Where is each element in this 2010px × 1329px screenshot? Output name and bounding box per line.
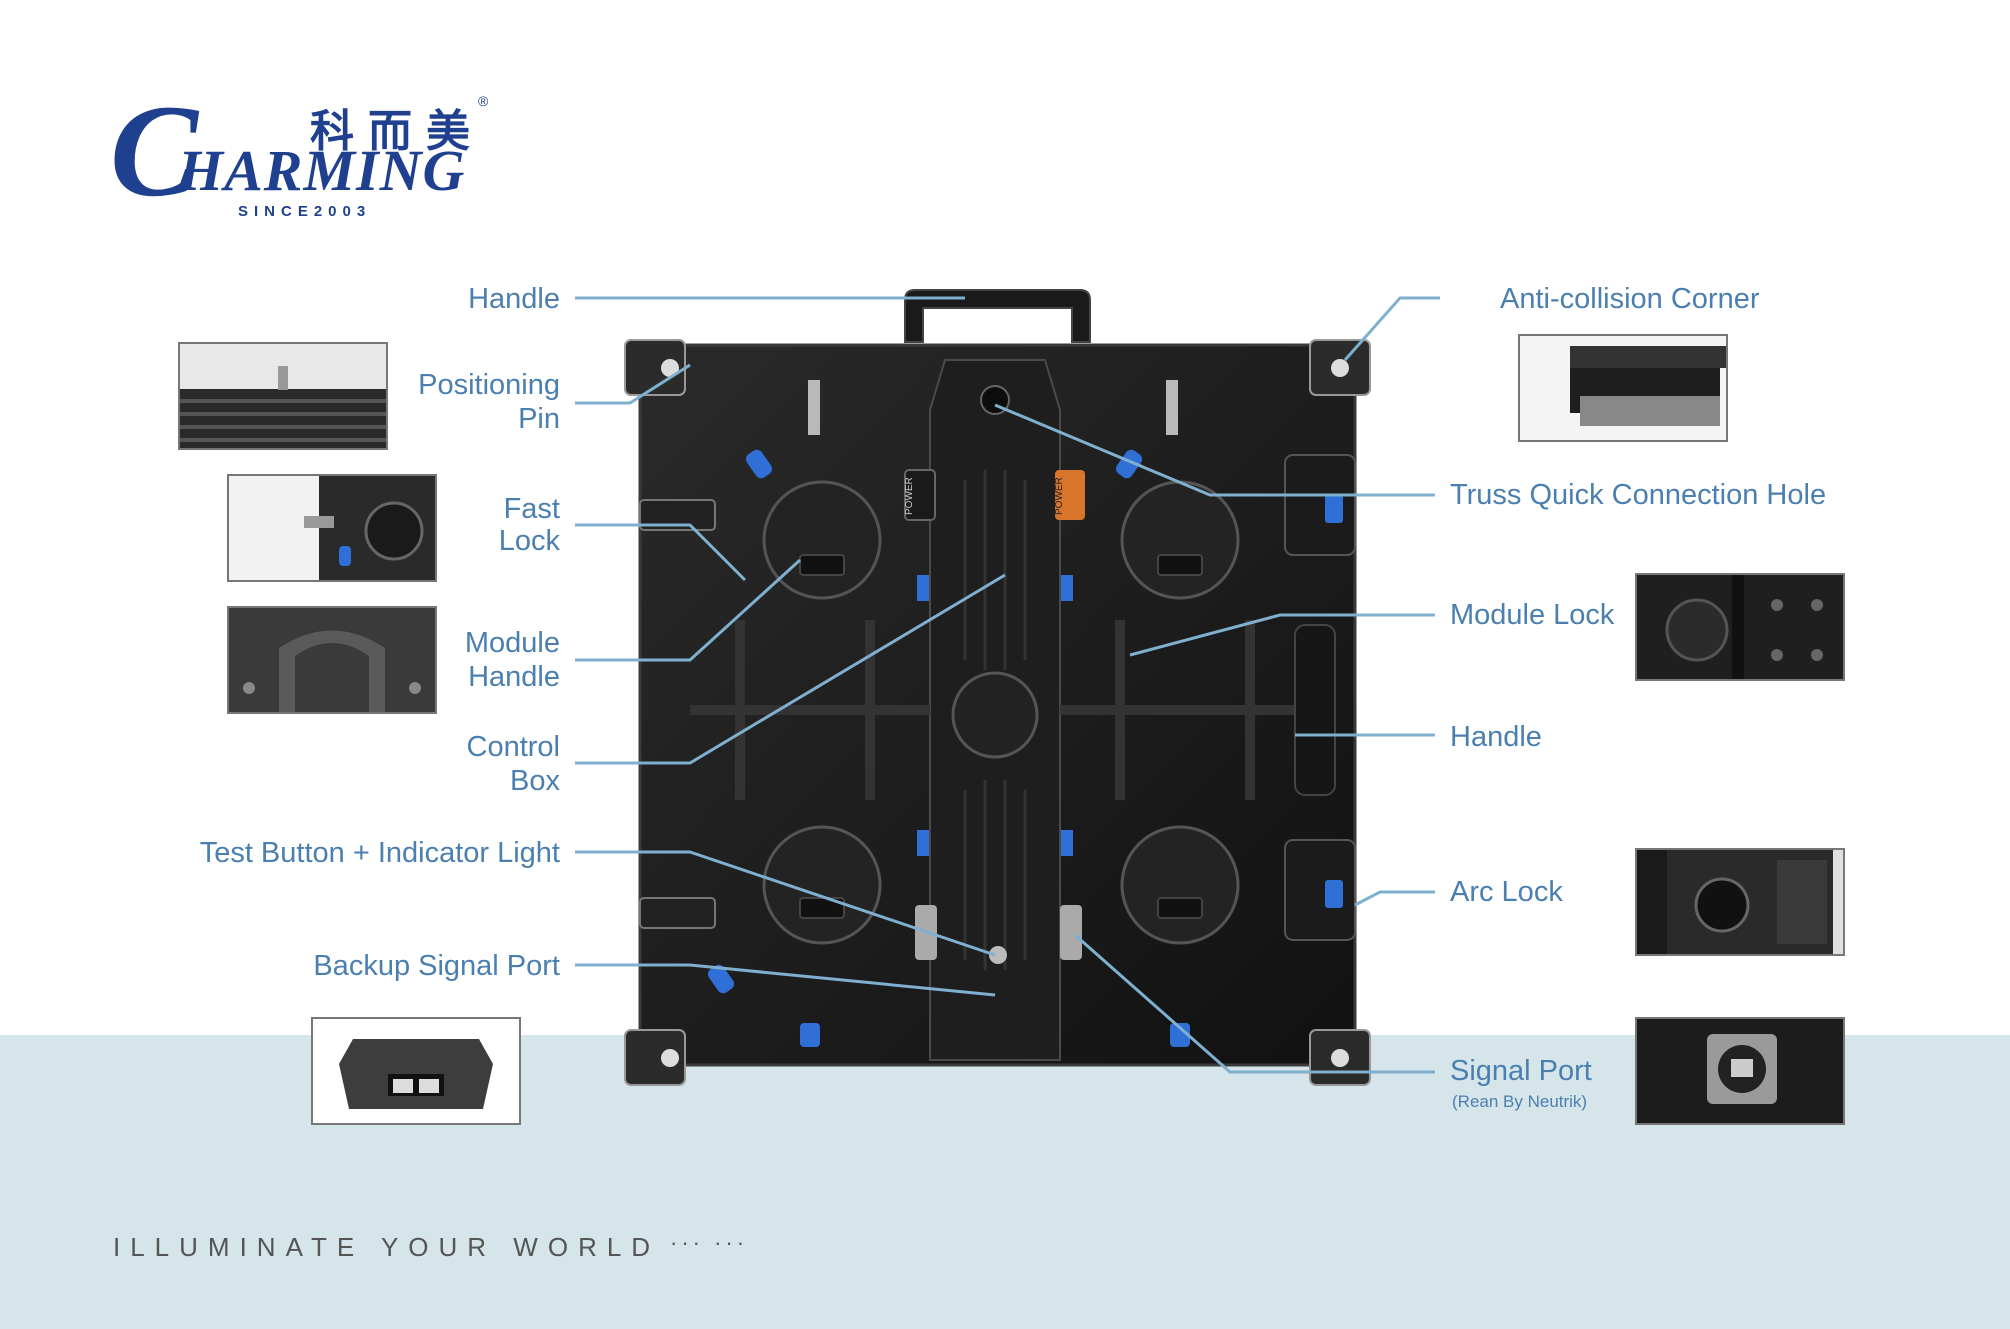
- logo-registered-mark: ®: [478, 93, 489, 109]
- power-label-left: POWER: [904, 477, 915, 515]
- label-signal-port: Signal Port: [1450, 1055, 1592, 1087]
- label-arc-lock: Arc Lock: [1450, 876, 1563, 908]
- logo-chinese-name: 科而美: [310, 106, 484, 157]
- corner-bottom-left-icon: [624, 1029, 686, 1086]
- tagline: ILLUMINATE YOUR WORLD: [113, 1232, 661, 1262]
- label-signal-port-sub: (Rean By Neutrik): [1452, 1092, 1588, 1111]
- label-test-button: Test Button + Indicator Light: [199, 837, 560, 869]
- top-handle-icon: [904, 289, 1091, 343]
- tagline-dots: ··· ···: [670, 1230, 749, 1255]
- label-control-box-2: Box: [510, 765, 560, 797]
- label-handle-right: Handle: [1450, 721, 1542, 753]
- module-lock-photo: [1635, 573, 1845, 681]
- signal-port-photo: [1635, 1017, 1845, 1125]
- logo-wordmark: HARMING: [178, 138, 466, 203]
- logo-initial: C: [110, 77, 199, 224]
- label-control-box-1: Control: [466, 731, 561, 763]
- positioning-pin-photo: [178, 342, 388, 450]
- logo-since: SINCE2003: [238, 203, 372, 220]
- arc-lock-top-icon: [1284, 454, 1356, 556]
- label-truss-hole: Truss Quick Connection Hole: [1450, 479, 1827, 511]
- label-module-handle-1: Module: [464, 627, 560, 659]
- power-label-right: POWER: [1054, 477, 1065, 515]
- positioning-pin-icon: [808, 380, 820, 435]
- label-positioning-pin-1: Positioning: [418, 369, 560, 401]
- center-emblem-icon: [951, 671, 1039, 759]
- label-positioning-pin-2: Pin: [518, 403, 560, 435]
- label-fast-lock-1: Fast: [503, 493, 560, 525]
- anti-collision-corner-photo: [1518, 334, 1728, 442]
- module-handle-photo: [227, 606, 437, 714]
- fast-lock-bottom-icon: [639, 897, 716, 929]
- label-handle-top: Handle: [468, 283, 560, 315]
- arc-lock-bottom-icon: [1284, 839, 1356, 941]
- label-backup-signal-port: Backup Signal Port: [313, 950, 560, 982]
- fast-lock-top-icon: [639, 499, 716, 531]
- label-module-handle-2: Handle: [468, 661, 560, 693]
- backup-signal-port-photo: [311, 1017, 521, 1125]
- label-module-lock: Module Lock: [1450, 599, 1615, 631]
- charming-logo: C 科而美 ® HARMING SINCE2003: [110, 85, 500, 225]
- test-button-icon: [989, 946, 1007, 964]
- arc-lock-photo: [1635, 848, 1845, 956]
- leader-lines: [575, 296, 1440, 1074]
- side-handle-icon: [1294, 624, 1336, 796]
- fast-lock-photo: [227, 474, 437, 582]
- power-connector-left-icon: [904, 469, 936, 521]
- label-anti-collision-corner: Anti-collision Corner: [1500, 283, 1760, 315]
- label-fast-lock-2: Lock: [498, 525, 560, 557]
- power-connector-right-icon: [1055, 470, 1085, 520]
